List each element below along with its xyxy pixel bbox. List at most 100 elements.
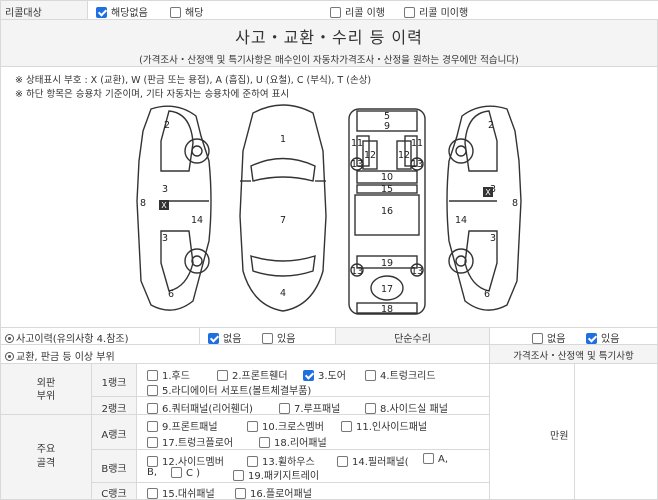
major-group-label: 주요 골격 bbox=[36, 444, 56, 469]
checkbox-icon[interactable] bbox=[330, 7, 341, 18]
checkbox-icon[interactable] bbox=[279, 403, 290, 414]
price-header-cell: 가격조사・산정액 및 특기사항 bbox=[489, 344, 658, 364]
item-cross-member[interactable]: 10.크로스멤버 bbox=[247, 418, 324, 433]
checkbox-icon[interactable] bbox=[147, 437, 158, 448]
checkbox-icon[interactable] bbox=[404, 7, 415, 18]
part-mark: 14 bbox=[455, 215, 467, 226]
part-mark: 18 bbox=[381, 304, 393, 315]
item-floor-panel[interactable]: 16.플로어패널 bbox=[235, 485, 312, 500]
item-trunk-lid[interactable]: 4.트렁크리드 bbox=[365, 367, 436, 382]
item-package-tray[interactable]: 19.패키지트레이 bbox=[233, 467, 319, 482]
price-header: 가격조사・산정액 및 특기사항 bbox=[513, 351, 634, 362]
item-pillar-panel[interactable]: 14.필러패널( bbox=[337, 453, 409, 468]
item-radiator-support[interactable]: 5.라디에이터 서포트(볼트체결부품) bbox=[147, 382, 311, 397]
part-mark: 1 bbox=[280, 134, 286, 145]
part-mark: 7 bbox=[280, 215, 286, 226]
item-side-member[interactable]: 12.사이드멤버 bbox=[147, 453, 224, 468]
checkbox-icon[interactable] bbox=[423, 453, 434, 464]
item-front-fender[interactable]: 2.프론트휀더 bbox=[217, 367, 288, 382]
checkbox-icon[interactable] bbox=[532, 333, 543, 344]
checkbox-icon[interactable] bbox=[217, 370, 228, 381]
rank1-label: 1랭크 bbox=[101, 378, 127, 389]
page-title: 사고・교환・수리 등 이력 bbox=[235, 28, 423, 47]
checkbox-icon[interactable] bbox=[247, 456, 258, 467]
checkbox-icon[interactable] bbox=[147, 370, 158, 381]
checkbox-icon[interactable] bbox=[147, 403, 158, 414]
rank1-cell: 1랭크 bbox=[91, 363, 137, 397]
price-input-cell[interactable]: 만원 bbox=[489, 363, 575, 500]
checkbox-icon[interactable] bbox=[365, 370, 376, 381]
item-rear-panel[interactable]: 18.리어패널 bbox=[259, 434, 327, 449]
checkbox-icon[interactable] bbox=[235, 488, 246, 499]
item-front-panel[interactable]: 9.프론트패널 bbox=[147, 418, 218, 433]
checkbox-icon[interactable] bbox=[337, 456, 348, 467]
part-mark: 2 bbox=[164, 120, 170, 131]
status-code-note: ※ 상태표시 부호 : X (교환), W (판금 또는 용접), A (흠집)… bbox=[15, 75, 372, 86]
recall-not-done-option[interactable]: 리콜 미이행 bbox=[404, 4, 468, 19]
remarks-cell[interactable] bbox=[574, 363, 658, 500]
recall-done-option[interactable]: 리콜 이행 bbox=[330, 4, 385, 19]
passenger-car-note: ※ 하단 항목은 승용차 기준이며, 기타 자동차는 승용차에 준하여 표시 bbox=[15, 89, 290, 100]
part-mark: 13 bbox=[411, 266, 423, 277]
repair-none-option[interactable]: 없음 bbox=[532, 330, 565, 345]
accident-label-cell: 사고이력(유의사항 4.참조) bbox=[0, 327, 200, 345]
recall-options-cell: 해당없음 해당 리콜 이행 리콜 미이행 bbox=[87, 0, 658, 20]
item-door[interactable]: 3.도어 bbox=[303, 367, 346, 382]
checkbox-icon[interactable] bbox=[233, 470, 244, 481]
recall-label: 리콜대상 bbox=[5, 8, 42, 19]
checkbox-icon[interactable] bbox=[247, 421, 258, 432]
part-mark: 5 bbox=[384, 111, 390, 122]
simple-repair-label-cell: 단순수리 bbox=[335, 327, 490, 345]
part-mark: 15 bbox=[381, 184, 393, 195]
recall-none-option[interactable]: 해당없음 bbox=[96, 4, 148, 19]
repair-exists-option[interactable]: 있음 bbox=[586, 330, 619, 345]
simple-repair-label: 단순수리 bbox=[394, 334, 431, 345]
part-mark: 12 bbox=[364, 150, 376, 161]
exchange-label: 교환, 판금 등 이상 부위 bbox=[5, 348, 115, 363]
part-mark: 6 bbox=[168, 289, 174, 300]
checkbox-icon[interactable] bbox=[365, 403, 376, 414]
item-dash-panel[interactable]: 15.대쉬패널 bbox=[147, 485, 215, 500]
checkbox-checked-icon[interactable] bbox=[96, 7, 107, 18]
accident-label: 사고이력(유의사항 4.참조) bbox=[5, 330, 129, 345]
diagram-panel: ※ 상태표시 부호 : X (교환), W (판금 또는 용접), A (흠집)… bbox=[0, 66, 658, 328]
checkbox-icon[interactable] bbox=[170, 7, 181, 18]
checkbox-checked-icon[interactable] bbox=[586, 333, 597, 344]
top-car-body bbox=[239, 104, 327, 312]
part-mark: 10 bbox=[381, 172, 393, 183]
checkbox-icon[interactable] bbox=[147, 385, 158, 396]
accident-none-option[interactable]: 없음 bbox=[208, 330, 241, 345]
item-hood[interactable]: 1.후드 bbox=[147, 367, 190, 382]
item-trunk-floor[interactable]: 17.트렁크플로어 bbox=[147, 434, 233, 449]
item-wheel-house[interactable]: 13.휠하우스 bbox=[247, 453, 315, 468]
checkbox-checked-icon[interactable] bbox=[208, 333, 219, 344]
simple-repair-options-cell: 없음 있음 bbox=[489, 327, 658, 345]
item-quarter-panel[interactable]: 6.쿼터패널(리어휀더) bbox=[147, 400, 253, 415]
item-pillar-c[interactable]: C ) bbox=[171, 467, 200, 479]
checkbox-icon[interactable] bbox=[259, 437, 270, 448]
item-inside-panel[interactable]: 11.인사이드패널 bbox=[341, 418, 427, 433]
rankA-cell: A랭크 bbox=[91, 414, 137, 450]
checkbox-icon[interactable] bbox=[262, 333, 273, 344]
major-group-cell: 주요 골격 bbox=[0, 414, 92, 500]
accident-exists-option[interactable]: 있음 bbox=[262, 330, 295, 345]
item-pillar-b[interactable]: B, bbox=[147, 467, 158, 478]
rankB-label: B랭크 bbox=[101, 464, 127, 475]
item-pillar-a[interactable]: A, bbox=[423, 453, 448, 465]
part-mark: 3 bbox=[162, 184, 168, 195]
checkbox-icon[interactable] bbox=[147, 456, 158, 467]
item-side-sill[interactable]: 8.사이드실 패널 bbox=[365, 400, 448, 415]
rank2-cell: 2랭크 bbox=[91, 396, 137, 415]
recall-applicable-option[interactable]: 해당 bbox=[170, 4, 203, 19]
exchange-label-cell: 교환, 판금 등 이상 부위 bbox=[0, 344, 490, 364]
windshield bbox=[250, 157, 316, 182]
item-roof-panel[interactable]: 7.루프패널 bbox=[279, 400, 340, 415]
checkbox-icon[interactable] bbox=[147, 488, 158, 499]
part-mark: 14 bbox=[191, 215, 203, 226]
exterior-group-label: 외판 부위 bbox=[36, 378, 56, 402]
history-header: 사고・교환・수리 등 이력 (가격조사・산정액 및 특기사항은 매수인이 자동차… bbox=[0, 19, 658, 67]
checkbox-checked-icon[interactable] bbox=[303, 370, 314, 381]
checkbox-icon[interactable] bbox=[147, 421, 158, 432]
checkbox-icon[interactable] bbox=[341, 421, 352, 432]
checkbox-icon[interactable] bbox=[171, 467, 182, 478]
